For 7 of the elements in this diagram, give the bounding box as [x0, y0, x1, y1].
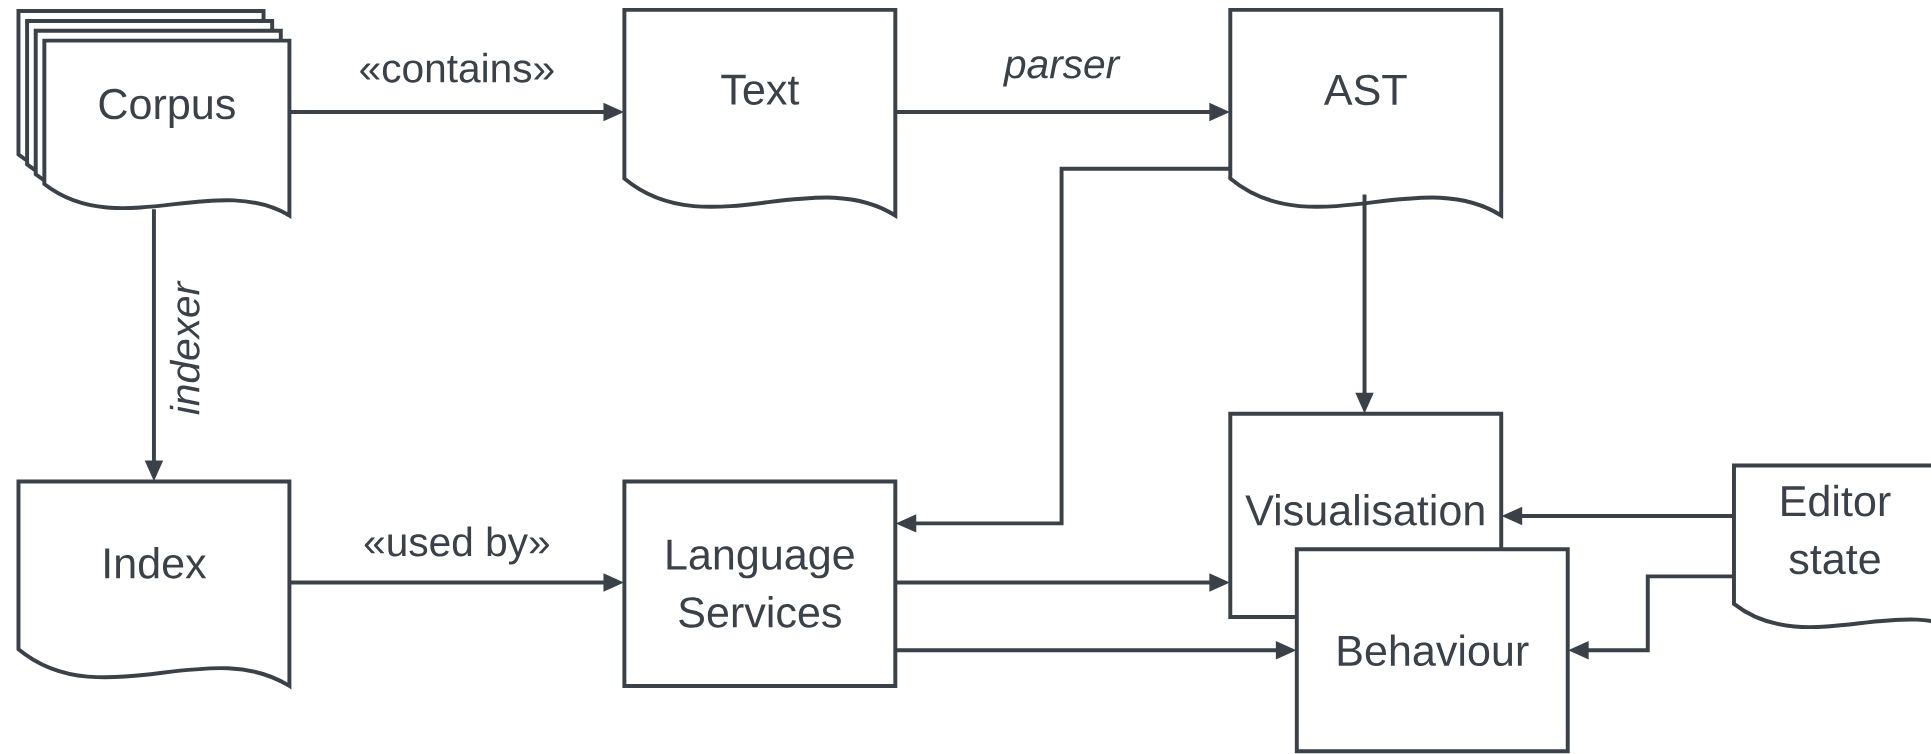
- document-stack: Corpus: [16, 9, 292, 218]
- edge-label: parser: [1001, 53, 1122, 89]
- edge-label: «used by»: [360, 524, 554, 567]
- process-box: Behaviour: [1294, 547, 1570, 754]
- edge-label: indexer: [167, 279, 203, 418]
- process-box: Language Services: [622, 479, 898, 688]
- edge-label: «contains»: [356, 50, 558, 86]
